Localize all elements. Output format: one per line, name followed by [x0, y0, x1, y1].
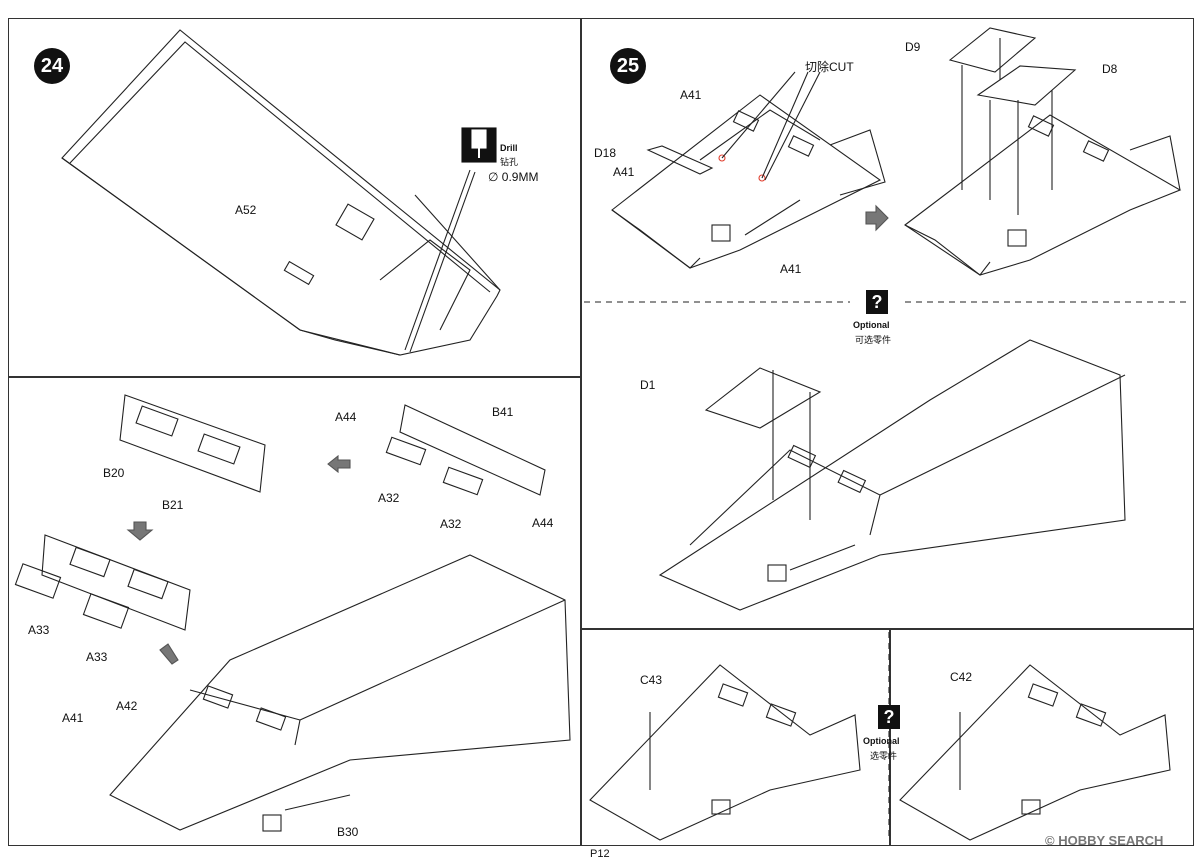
part-label-d9: D9	[905, 40, 921, 54]
part-label-d1: D1	[640, 378, 656, 392]
part-label-d18: D18	[594, 146, 617, 160]
part-label-a41-mid: A41	[613, 165, 635, 179]
part-label-a33-bot: A33	[86, 650, 108, 664]
panel-step-24	[8, 18, 582, 378]
optional-label-en: Optional	[853, 320, 890, 330]
step-25-badge: 25	[610, 48, 646, 84]
part-label-a52: A52	[235, 203, 257, 217]
step-24-badge: 24	[34, 48, 70, 84]
part-label-c43: C43	[640, 673, 663, 687]
part-label-a41-bot: A41	[780, 262, 802, 276]
watermark-text: HOBBY SEARCH	[1058, 833, 1164, 848]
optional-label-cn-2: 选零件	[870, 751, 898, 761]
part-label-b20: B20	[103, 466, 125, 480]
part-label-a44-bot: A44	[532, 516, 554, 530]
diameter-icon: ∅	[488, 170, 499, 184]
optional-question-icon-2: ?	[878, 705, 900, 729]
drill-label-en: Drill	[500, 143, 518, 153]
copyright-icon: ©	[1045, 833, 1055, 848]
part-label-a32-left: A32	[378, 491, 400, 505]
part-label-c42: C42	[950, 670, 973, 684]
drill-label-cn: 钻孔	[500, 157, 519, 167]
part-label-a44-top: A44	[335, 410, 357, 424]
panel-step-25	[580, 18, 1194, 630]
part-label-b41: B41	[492, 405, 514, 419]
part-label-b30: B30	[337, 825, 359, 839]
optional-label-cn: 可选零件	[855, 335, 892, 345]
hobby-search-watermark: © HOBBY SEARCH	[1045, 833, 1163, 848]
part-label-a41-top: A41	[680, 88, 702, 102]
part-label-b21: B21	[162, 498, 184, 512]
panel-sub-assembly	[8, 376, 582, 846]
page-number: P12	[590, 848, 610, 860]
cut-label: 切除CUT	[805, 60, 854, 74]
drill-size-value: 0.9MM	[501, 170, 539, 184]
optional-question-icon: ?	[866, 290, 888, 314]
part-label-a33-left: A33	[28, 623, 50, 637]
part-label-a32-right: A32	[440, 517, 462, 531]
panel-optional-c43	[580, 628, 891, 846]
optional-label-en-2: Optional	[863, 736, 900, 746]
part-label-a42: A42	[116, 699, 138, 713]
part-label-a41-lower: A41	[62, 711, 84, 725]
drill-size-label: ∅ 0.9MM	[488, 170, 538, 184]
part-label-d8: D8	[1102, 62, 1118, 76]
